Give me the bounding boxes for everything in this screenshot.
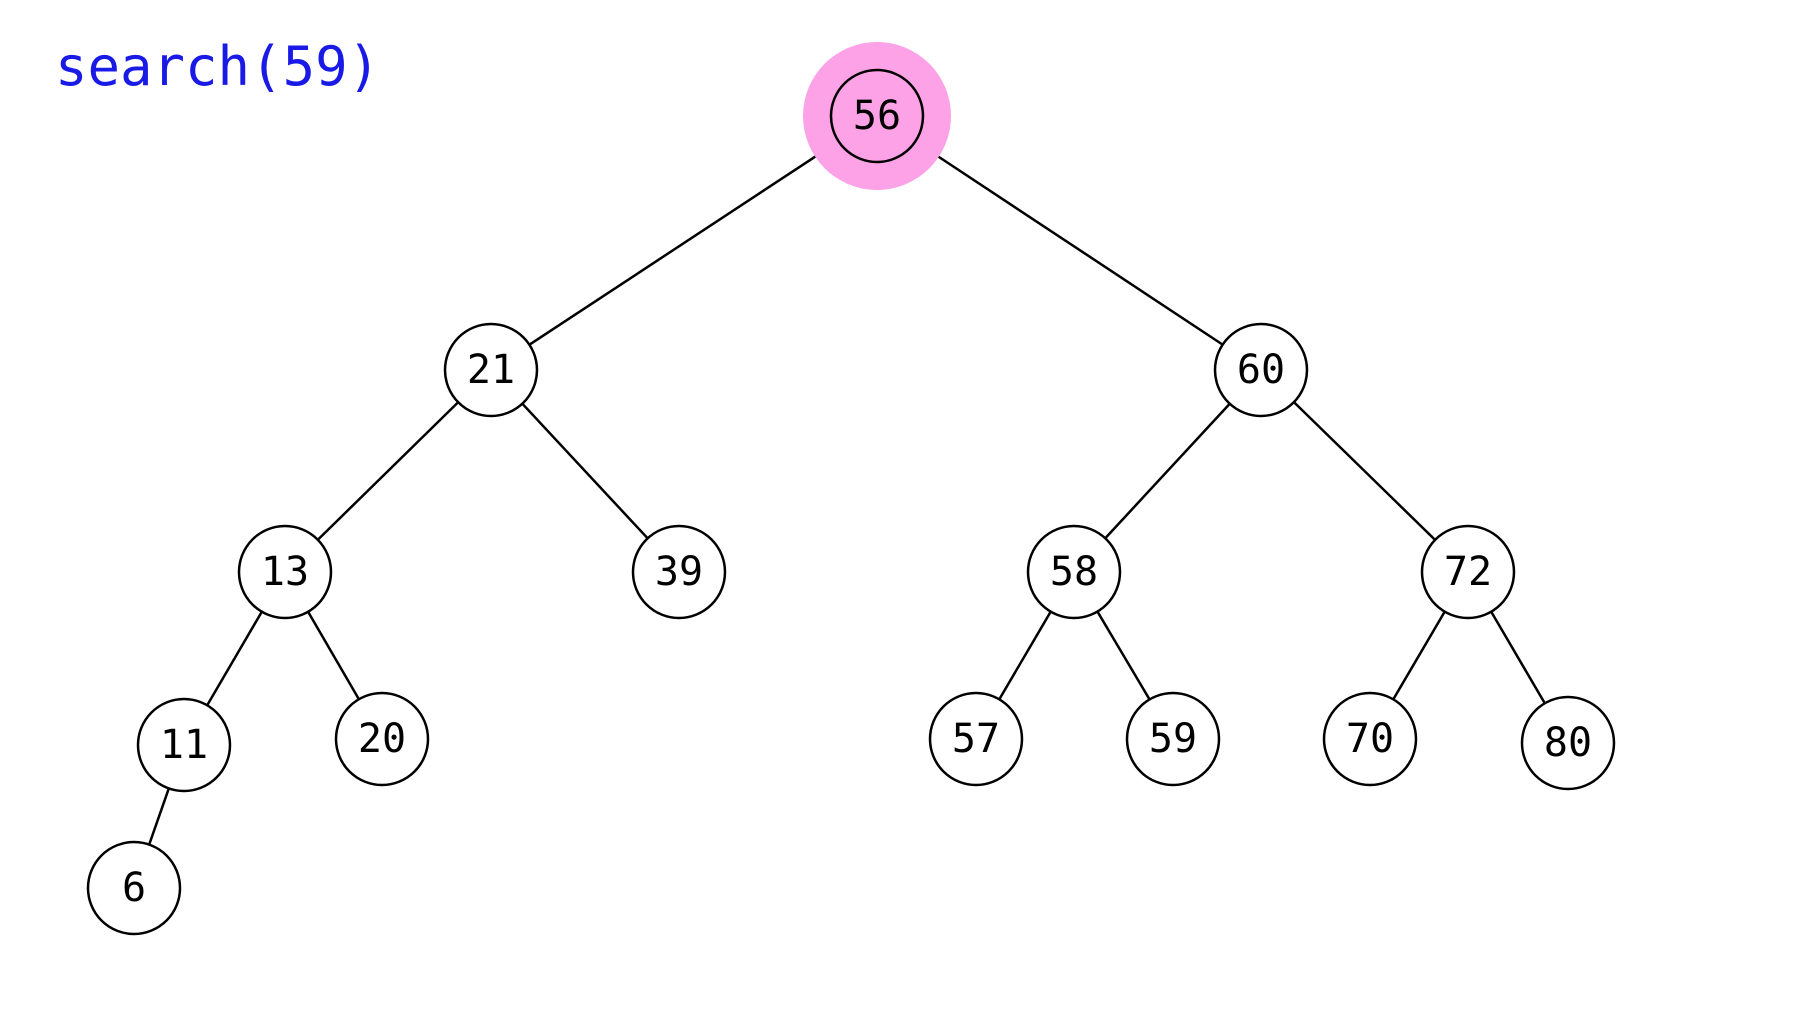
node-label-11: 11: [160, 722, 208, 768]
tree-node-59: 59: [1125, 691, 1221, 787]
tree-node-13: 13: [237, 524, 333, 620]
edge-60-72: [1293, 401, 1436, 541]
node-layer: 56 21 60 13 39 58 72 11 20 57 59 70 80 6: [86, 42, 1616, 936]
edge-56-60: [914, 140, 1224, 346]
node-circle-11: [136, 697, 232, 793]
edge-13-11: [206, 611, 263, 706]
node-circle-60: [1213, 322, 1309, 418]
node-label-56: 56: [853, 93, 901, 139]
tree-node-80: 80: [1520, 695, 1616, 791]
tree-node-60: 60: [1213, 322, 1309, 418]
tree-node-70: 70: [1322, 691, 1418, 787]
node-label-20: 20: [358, 716, 406, 762]
node-label-59: 59: [1149, 716, 1197, 762]
node-label-6: 6: [122, 865, 146, 911]
node-circle-56: [829, 68, 925, 164]
node-circle-20: [334, 691, 430, 787]
tree-node-11: 11: [136, 697, 232, 793]
tree-node-20: 20: [334, 691, 430, 787]
node-label-72: 72: [1444, 549, 1492, 595]
node-circle-21: [443, 322, 539, 418]
edge-11-6: [148, 788, 170, 845]
edge-60-58: [1104, 402, 1231, 540]
node-circle-70: [1322, 691, 1418, 787]
tree-node-6: 6: [86, 840, 182, 936]
node-circle-6: [86, 840, 182, 936]
node-circle-72: [1420, 524, 1516, 620]
node-circle-58: [1026, 524, 1122, 620]
node-label-13: 13: [261, 549, 309, 595]
tree-node-72: 72: [1420, 524, 1516, 620]
tree-node-58: 58: [1026, 524, 1122, 620]
edge-21-13: [316, 401, 460, 541]
edge-layer: [148, 140, 1546, 845]
edge-56-21: [528, 140, 840, 346]
tree-node-57: 57: [928, 691, 1024, 787]
tree-node-21: 21: [443, 322, 539, 418]
node-circle-80: [1520, 695, 1616, 791]
node-label-70: 70: [1346, 716, 1394, 762]
edge-72-80: [1490, 611, 1546, 704]
edge-21-39: [521, 402, 649, 540]
node-label-57: 57: [952, 716, 1000, 762]
edge-72-70: [1392, 611, 1446, 700]
node-circle-57: [928, 691, 1024, 787]
edge-58-59: [1096, 610, 1151, 701]
node-label-39: 39: [655, 549, 703, 595]
node-label-60: 60: [1237, 347, 1285, 393]
tree-node-56: 56: [803, 42, 951, 190]
node-label-21: 21: [467, 347, 515, 393]
search-caption: search(59): [55, 35, 381, 98]
current-node-highlight: [803, 42, 951, 190]
edge-58-57: [998, 611, 1052, 700]
tree-node-39: 39: [631, 524, 727, 620]
node-circle-13: [237, 524, 333, 620]
node-circle-59: [1125, 691, 1221, 787]
node-circle-39: [631, 524, 727, 620]
edge-13-20: [307, 611, 360, 700]
node-label-80: 80: [1544, 720, 1592, 766]
node-label-58: 58: [1050, 549, 1098, 595]
